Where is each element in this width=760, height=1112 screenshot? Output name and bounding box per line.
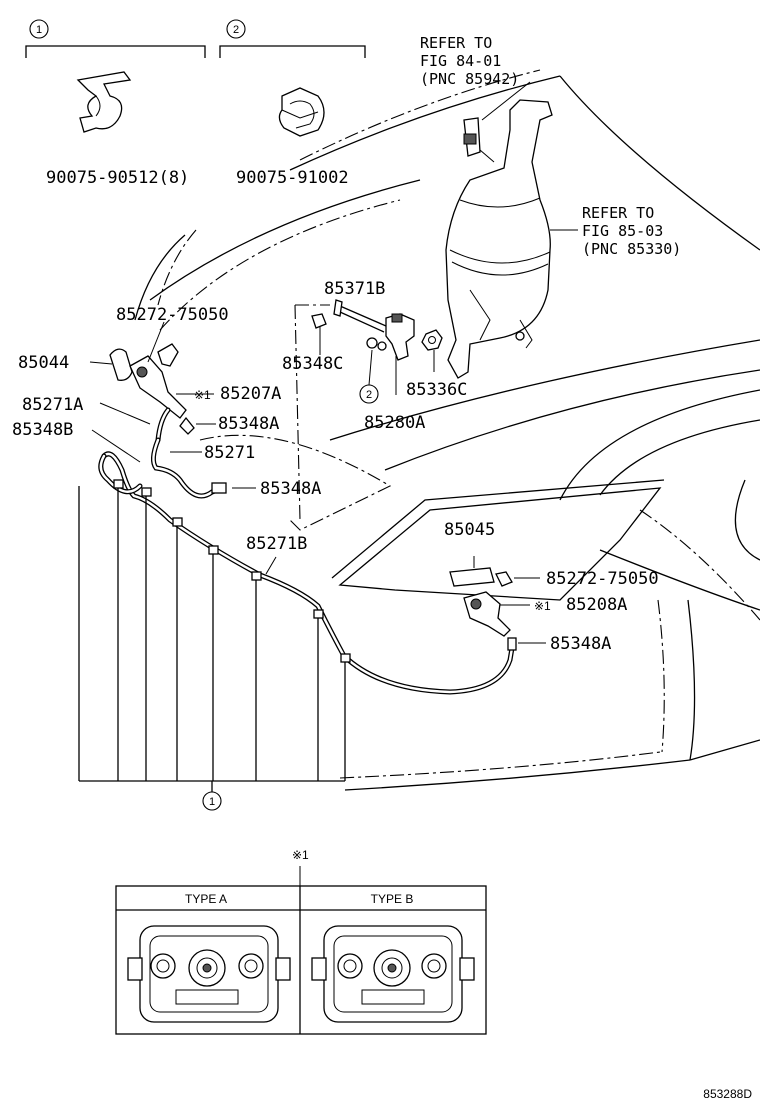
- callout-2-number: 2: [366, 389, 372, 401]
- label-85348A-middle: 85348A: [260, 479, 321, 499]
- label-85348A-upper: 85348A: [218, 414, 279, 434]
- vehicle-body-outline: [134, 69, 760, 791]
- washer-tank: [445, 99, 553, 379]
- label-85271B: 85271B: [246, 534, 307, 554]
- left-nozzle-assembly: [109, 343, 195, 443]
- right-nozzle-assembly: [449, 567, 513, 637]
- type-b-nozzle-illustration: [311, 925, 475, 1023]
- label-85272-left: 85272-75050: [116, 305, 229, 325]
- group-1-part-number: 90075-90512(8): [46, 168, 189, 188]
- type-b-label: TYPE B: [371, 892, 414, 906]
- ref-84-line-2: FIG 84-01: [420, 52, 501, 70]
- label-85336C: 85336C: [406, 380, 467, 400]
- clamp-icon: [278, 87, 325, 137]
- group-1-number: 1: [36, 24, 42, 36]
- group-2-number: 2: [233, 24, 239, 36]
- ref-84-line-1: REFER TO: [420, 34, 492, 52]
- type-a-nozzle-illustration: [127, 925, 291, 1023]
- note-mark-right: ※1: [534, 599, 551, 613]
- note-mark-left: ※1: [194, 388, 211, 402]
- type-inset-table: TYPE A TYPE B: [115, 885, 487, 1035]
- callout-1-number: 1: [209, 796, 215, 808]
- label-85207A: 85207A: [220, 384, 281, 404]
- reference-fig-85: REFER TO FIG 85-03 (PNC 85330): [582, 204, 681, 258]
- group-2-part-number: 90075-91002: [236, 168, 349, 188]
- label-85348A-lower: 85348A: [550, 634, 611, 654]
- clip-icon: [76, 71, 132, 133]
- ref-85-line-3: (PNC 85330): [582, 240, 681, 258]
- label-85280A: 85280A: [364, 413, 425, 433]
- label-85271: 85271: [204, 443, 255, 463]
- label-85371B: 85371B: [324, 279, 385, 299]
- bolt-85371B: [333, 299, 387, 333]
- callout-1-marker: [202, 791, 222, 811]
- inset-note-mark: ※1: [292, 848, 309, 862]
- label-85208A: 85208A: [566, 595, 627, 615]
- diagram-code: 853288D: [703, 1087, 752, 1101]
- ref-85-line-2: FIG 85-03: [582, 222, 663, 240]
- clip-leader-lines: [78, 479, 351, 792]
- group-2-header: 2: [219, 19, 366, 58]
- label-85272-right: 85272-75050: [546, 569, 659, 589]
- washer-hose: [98, 437, 517, 695]
- nut-85336C: [421, 329, 443, 372]
- ref-84-line-3: (PNC 85942): [420, 70, 519, 88]
- label-85044: 85044: [18, 353, 69, 373]
- reference-fig-84: REFER TO FIG 84-01 (PNC 85942): [420, 34, 519, 88]
- type-a-label: TYPE A: [185, 892, 227, 906]
- label-85045: 85045: [444, 520, 495, 540]
- label-85348B: 85348B: [12, 420, 73, 440]
- check-valve-85280A: [366, 313, 415, 395]
- ref-85-line-1: REFER TO: [582, 204, 654, 222]
- grommet-85348C: [311, 313, 327, 355]
- label-85348C: 85348C: [282, 354, 343, 374]
- label-85271A: 85271A: [22, 395, 83, 415]
- group-1-header: 1: [25, 19, 206, 58]
